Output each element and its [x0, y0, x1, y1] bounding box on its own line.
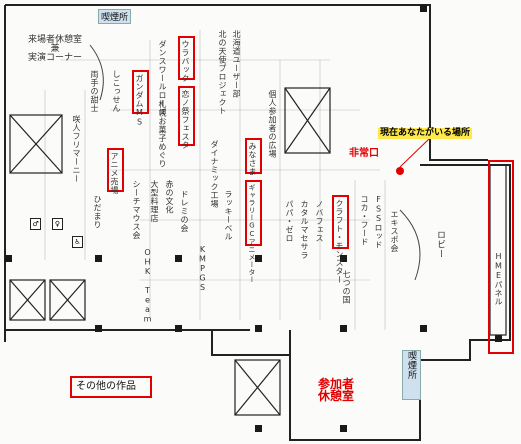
pillar	[175, 255, 182, 262]
you-are-here-pointer	[399, 137, 431, 168]
accessible-restroom-icon: ♿	[72, 236, 83, 248]
pillar	[5, 255, 12, 262]
elevator-boxes	[9, 87, 507, 416]
restroom-icon: ♀	[52, 218, 63, 230]
booth-minna: みなさま	[245, 138, 262, 176]
pillar	[495, 335, 502, 342]
booth-label: シーチマウス会	[132, 180, 141, 240]
visitor-lounge-label: 来場者休憩室 兼 実演コーナー	[28, 35, 83, 63]
booth-label: カタルマセサラ	[300, 200, 309, 260]
outer-walls	[4, 4, 511, 441]
pillar	[255, 255, 262, 262]
other-works-legend: その他の作品	[70, 376, 152, 398]
pillar	[95, 325, 102, 332]
booth-lines	[44, 30, 386, 330]
booth-label: 赤の文化	[165, 180, 174, 214]
lobby-label: ロビー	[435, 230, 445, 259]
smoking-area-top: 喫煙所	[98, 9, 132, 24]
booth-label: ノバフェス	[315, 200, 324, 243]
booth-label: 北海道ユーザー部	[232, 30, 241, 98]
booth-label: ドレミの会	[180, 190, 189, 233]
pillar	[420, 5, 427, 12]
booth-gallery-ongaku: ギャラリーGCアニメーター	[245, 180, 262, 284]
participant-lounge-label: 参加者 休憩室	[318, 377, 355, 403]
booth-label: ラッキーベル	[224, 190, 233, 241]
smoking-area-right: 喫煙所	[402, 350, 421, 400]
booth-koi-festa: 恋ノ祭フェスタ	[178, 86, 195, 150]
pillar	[175, 325, 182, 332]
booth-label: 北の天使プロジェクト	[218, 30, 227, 115]
stairs-curve	[89, 44, 104, 101]
booth-label: KMPGS	[198, 245, 207, 293]
booth-label: 両手の甜士	[90, 70, 99, 113]
booth-label: しこっせん	[112, 70, 121, 113]
booth-anime-shop: アニメ売場	[107, 148, 124, 195]
pillar	[420, 325, 427, 332]
you-are-here-marker	[396, 167, 404, 175]
lobby-curve	[399, 209, 421, 281]
pillar	[255, 325, 262, 332]
booth-label: 咲人フリマーニー	[72, 115, 81, 183]
booth-gundam-ms: ガンダムMS	[132, 70, 149, 127]
booth-label: ひだまり	[93, 195, 102, 229]
booth-label: ダンスワールローズ	[158, 40, 167, 117]
booth-label: 大型料理店	[150, 180, 159, 223]
pillar	[95, 255, 102, 262]
booth-hme-panel: HMEパネル	[488, 160, 514, 354]
booth-label: 札幌お菓子めぐり	[158, 100, 167, 168]
restroom-icon: ♂	[30, 218, 41, 230]
emergency-exit-label: 非常口	[349, 148, 379, 159]
booth-label: 個人参加者の広場	[268, 90, 277, 158]
booth-label: 七つの国	[342, 270, 351, 304]
booth-kuraputo: クラフト・モンスター	[332, 195, 349, 284]
pillar	[255, 425, 262, 432]
booth-uraback: ウラバック	[178, 36, 195, 83]
booth-label: FSSロッド	[374, 195, 383, 249]
you-are-here-label: 現在あなたがいる場所	[378, 128, 473, 139]
booth-label: OHK Team	[143, 248, 152, 324]
pillar	[340, 255, 347, 262]
pillar	[340, 425, 347, 432]
booth-label: パパ・ゼロ	[285, 200, 294, 243]
booth-label: コカ・フード	[360, 195, 369, 246]
booth-label: ダイナミック工場	[210, 140, 219, 208]
booth-label: エキスポ会	[390, 210, 399, 253]
pillar	[340, 325, 347, 332]
